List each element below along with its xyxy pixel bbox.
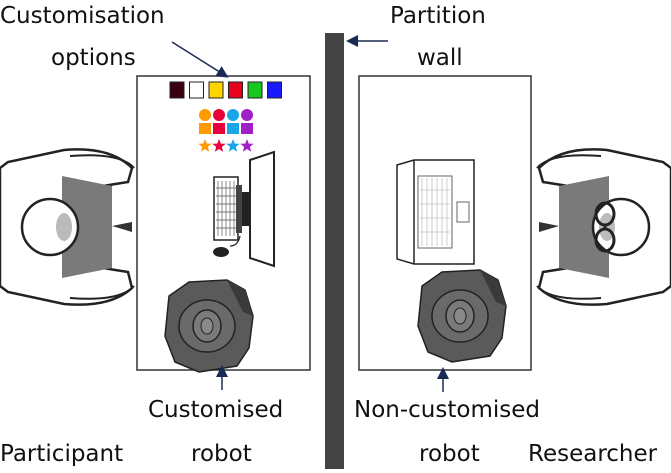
square-icon [227,123,239,134]
researcher-label: Researcher [528,441,658,467]
laptop-icon [396,159,475,265]
circle-icon [213,109,225,121]
participant-person-icon [0,148,135,306]
colour-swatch [169,81,185,99]
colour-swatch [247,81,263,99]
shape-options [198,109,254,152]
colour-swatch [208,81,224,99]
customisation-options-label-line1: Customisation [0,3,165,29]
partition-wall-label-line1: Partition [390,3,486,29]
square-icon [241,123,253,134]
colour-swatch [228,81,243,99]
customisation-arrow [171,41,229,78]
star-icon [212,139,226,152]
star-icon [240,139,254,152]
colour-swatches [169,81,282,99]
circle-icon [199,109,211,121]
customisation-options-label-line2: options [51,45,136,71]
square-icon [199,123,211,134]
non-customised-robot-label-line2: robot [419,441,480,467]
participant-label: Participant [0,441,124,467]
circle-icon [241,109,253,121]
star-icon [198,139,212,152]
non-customised-robot-icon [417,269,507,363]
partition-wall [325,33,344,469]
non-customised-robot-label-line1: Non-customised [354,397,540,423]
star-icon [226,139,240,152]
monitor-icon [236,150,275,268]
partition-wall-label-line2: wall [417,45,463,71]
circle-icon [227,109,239,121]
keyboard-icon [213,176,239,241]
customised-robot-icon [164,279,254,373]
mouse-icon [213,235,241,257]
researcher-person-icon [536,148,671,306]
customised-robot-label-line1: Customised [148,397,284,423]
customised-robot-label-line2: robot [191,441,252,467]
square-icon [213,123,225,134]
glasses-icon [594,201,616,253]
colour-swatch [267,81,282,99]
colour-swatch [189,81,204,99]
